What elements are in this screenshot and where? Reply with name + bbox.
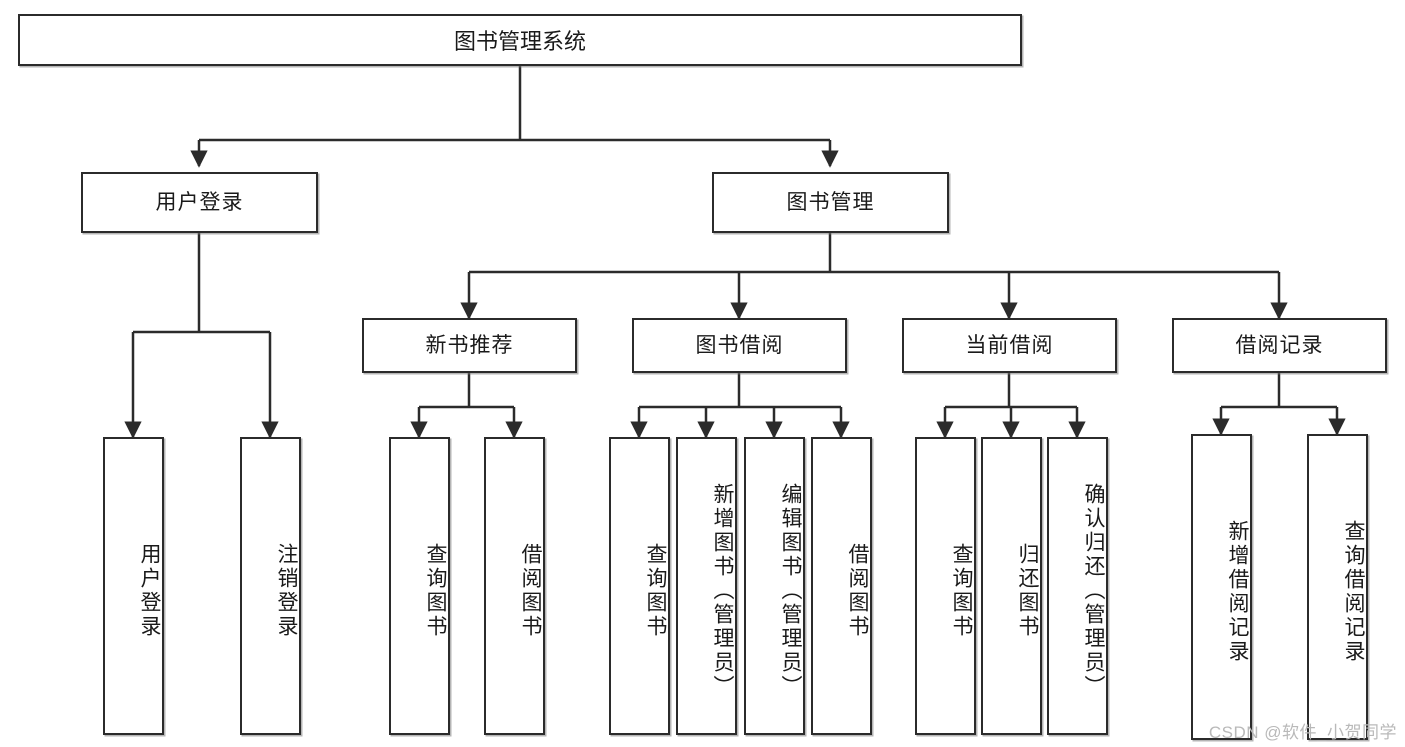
node-book-manage-label: 图书管理 — [786, 190, 875, 214]
node-current-borrow-label: 当前借阅 — [965, 333, 1054, 357]
node-new-book-recommend-label: 新书推荐 — [425, 333, 514, 357]
leaf-add-book-label: 新增图书（管理员） — [711, 483, 734, 699]
node-user-login[interactable]: 用户登录 — [81, 172, 318, 233]
leaf-query-book-1-label: 查询图书 — [424, 543, 447, 639]
leaf-return-book-label: 归还图书 — [1016, 543, 1039, 639]
leaf-add-record[interactable]: 新增借阅记录 — [1191, 434, 1252, 740]
leaf-borrow-book-2-label: 借阅图书 — [846, 543, 869, 639]
leaf-edit-book-label: 编辑图书（管理员） — [779, 483, 802, 699]
leaf-query-book-1[interactable]: 查询图书 — [389, 437, 450, 735]
leaf-query-book-3[interactable]: 查询图书 — [915, 437, 976, 735]
leaf-add-record-label: 新增借阅记录 — [1226, 520, 1249, 664]
node-root[interactable]: 图书管理系统 — [18, 14, 1022, 66]
node-book-borrow-label: 图书借阅 — [695, 333, 784, 357]
node-borrow-record-label: 借阅记录 — [1235, 333, 1324, 357]
leaf-confirm-return-label: 确认归还（管理员） — [1082, 483, 1105, 699]
leaf-return-book[interactable]: 归还图书 — [981, 437, 1042, 735]
node-new-book-recommend[interactable]: 新书推荐 — [362, 318, 577, 373]
leaf-add-book[interactable]: 新增图书（管理员） — [676, 437, 737, 735]
leaf-borrow-book-2[interactable]: 借阅图书 — [811, 437, 872, 735]
node-user-login-label: 用户登录 — [155, 190, 244, 214]
leaf-confirm-return[interactable]: 确认归还（管理员） — [1047, 437, 1108, 735]
node-root-label: 图书管理系统 — [453, 29, 586, 54]
node-book-manage[interactable]: 图书管理 — [712, 172, 949, 233]
leaf-query-book-2[interactable]: 查询图书 — [609, 437, 670, 735]
leaf-logout[interactable]: 注销登录 — [240, 437, 301, 735]
leaf-edit-book[interactable]: 编辑图书（管理员） — [744, 437, 805, 735]
node-current-borrow[interactable]: 当前借阅 — [902, 318, 1117, 373]
leaf-borrow-book-1-label: 借阅图书 — [519, 543, 542, 639]
leaf-user-login-label: 用户登录 — [138, 543, 161, 639]
node-borrow-record[interactable]: 借阅记录 — [1172, 318, 1387, 373]
leaf-borrow-book-1[interactable]: 借阅图书 — [484, 437, 545, 735]
leaf-query-record[interactable]: 查询借阅记录 — [1307, 434, 1368, 740]
leaf-logout-label: 注销登录 — [275, 543, 298, 639]
node-book-borrow[interactable]: 图书借阅 — [632, 318, 847, 373]
leaf-query-record-label: 查询借阅记录 — [1342, 520, 1365, 664]
leaf-query-book-2-label: 查询图书 — [644, 543, 667, 639]
leaf-user-login[interactable]: 用户登录 — [103, 437, 164, 735]
leaf-query-book-3-label: 查询图书 — [950, 543, 973, 639]
